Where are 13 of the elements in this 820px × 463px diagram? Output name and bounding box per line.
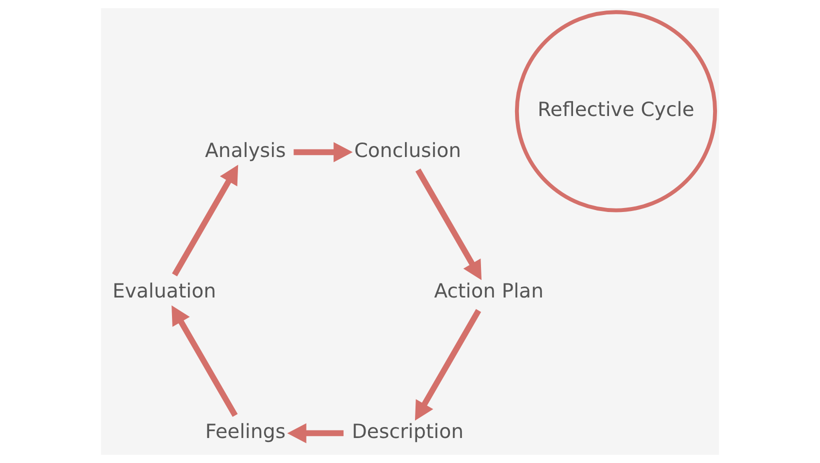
node-text: Description <box>352 420 464 444</box>
arrow <box>287 423 344 444</box>
node-text: Evaluation <box>112 280 216 303</box>
arrow <box>172 164 238 276</box>
arrow <box>415 168 482 280</box>
node-text: Conclusion <box>354 139 462 162</box>
arrow <box>294 142 353 162</box>
node-text: Action Plan <box>434 280 544 303</box>
node-text: Analysis <box>205 139 286 162</box>
node-text: Feelings <box>205 420 286 444</box>
arrow <box>172 305 238 417</box>
node-circle: Reflective Cycle <box>514 10 718 212</box>
arrow <box>414 309 482 421</box>
